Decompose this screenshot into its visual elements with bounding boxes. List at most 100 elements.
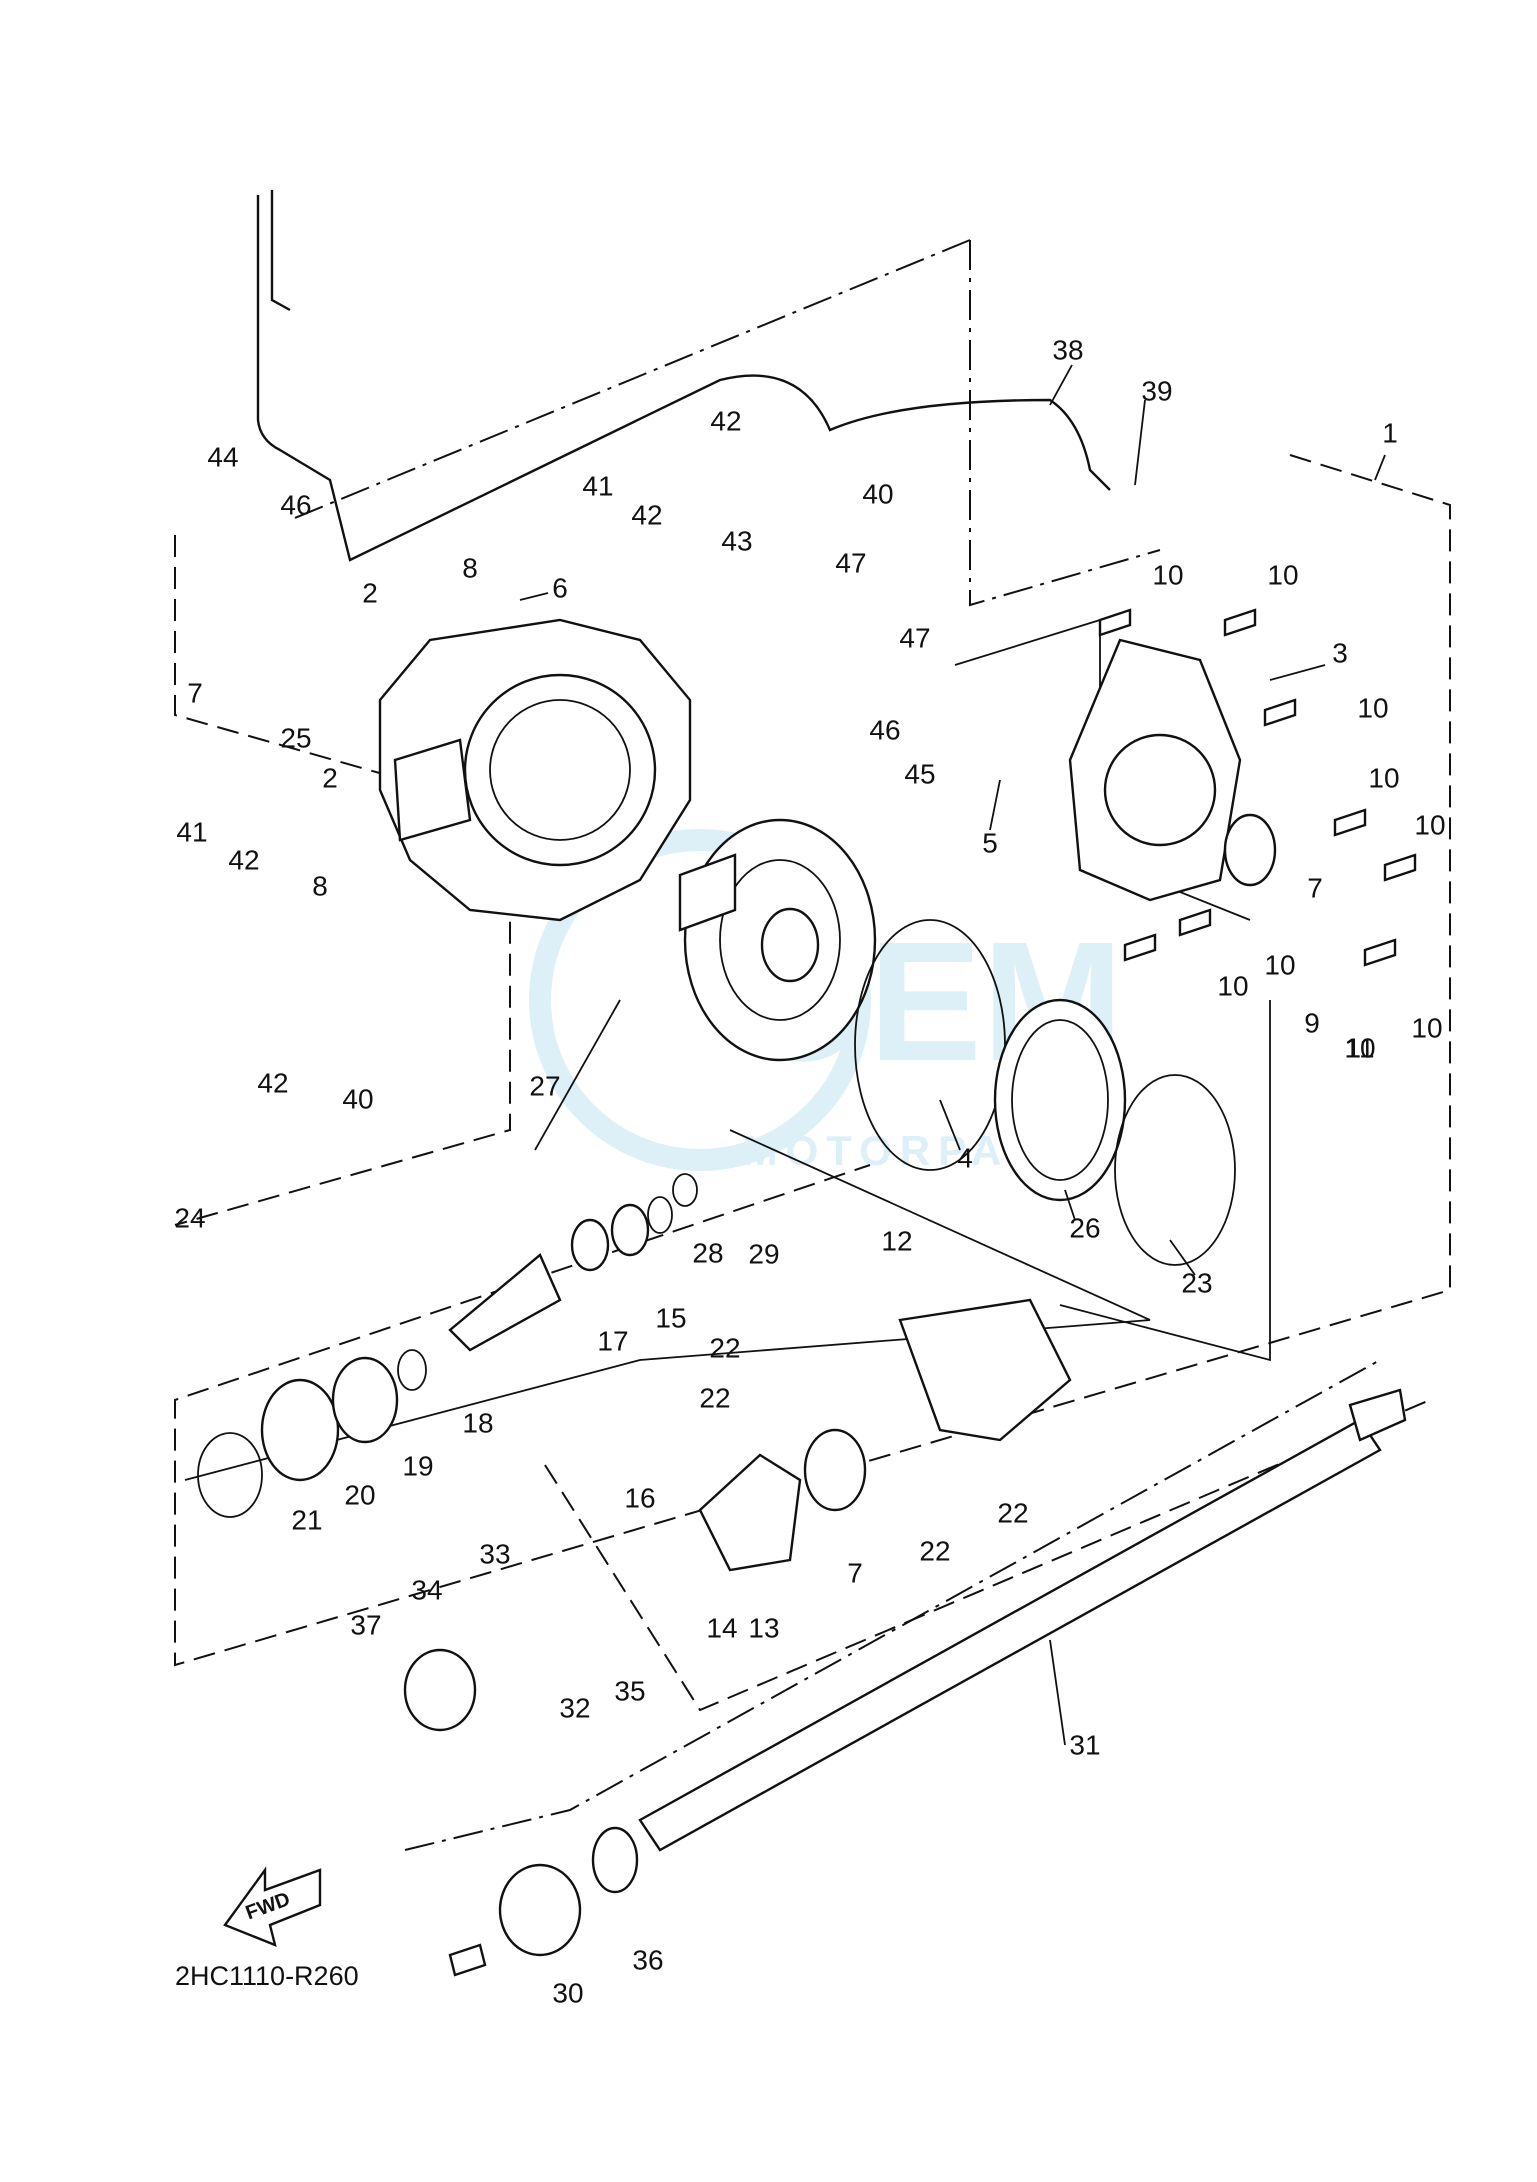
callout-label: 12 (881, 1225, 912, 1256)
callout-label: 35 (614, 1675, 645, 1706)
callout-label: 43 (721, 525, 752, 556)
callout-label: 31 (1069, 1729, 1100, 1760)
callout-label: 42 (257, 1067, 288, 1098)
housing-inner-ring (489, 699, 631, 841)
bolt-icon (1263, 698, 1297, 727)
callout-label: 13 (748, 1612, 779, 1643)
drive-shaft (591, 1388, 1407, 1894)
callout-label: 7 (1307, 872, 1323, 903)
fwd-arrow-icon: FWD (223, 1866, 322, 1947)
oil-seal-large-inner (1011, 1019, 1109, 1181)
outline-seal-group (1059, 1000, 1271, 1362)
bearing-15 (610, 1203, 650, 1257)
bearing-housing (898, 1298, 1072, 1442)
bolt-icon (1383, 853, 1417, 882)
housing-bore (463, 673, 657, 867)
ring-gear-shaft (678, 853, 737, 932)
callout-label: 14 (706, 1612, 737, 1643)
callout-label: 15 (655, 1302, 686, 1333)
callout-label: 42 (228, 844, 259, 875)
callout-label: 3 (1332, 637, 1348, 668)
callout-label: 23 (1181, 1267, 1212, 1298)
bearing-20 (260, 1378, 340, 1482)
callout-label: 22 (919, 1535, 950, 1566)
callout-label: 10 (1344, 1032, 1375, 1063)
callout-label: 8 (462, 552, 478, 583)
circlip-29 (672, 1173, 698, 1207)
collar-17 (570, 1218, 610, 1272)
callout-label: 22 (699, 1382, 730, 1413)
callout-label: 36 (632, 1944, 663, 1975)
callout-label: 11 (1345, 1032, 1374, 1063)
coupling (498, 1863, 582, 1957)
callout-label: 40 (862, 478, 893, 509)
breather-hose (256, 195, 1111, 562)
breather-hose-end (270, 190, 291, 312)
callout-label: 47 (899, 622, 930, 653)
differential-housing (378, 618, 692, 922)
callout-label: 39 (1141, 375, 1172, 406)
bolt-icon (1178, 908, 1212, 937)
callout-label: 37 (350, 1609, 381, 1640)
bolt-icon (1363, 938, 1397, 967)
callout-label: 47 (835, 547, 866, 578)
callout-label: 18 (462, 1407, 493, 1438)
callout-label: 20 (344, 1479, 375, 1510)
rubber-boot (403, 1648, 477, 1732)
circlip-large (1114, 1074, 1236, 1266)
callout-label: 27 (529, 1070, 560, 1101)
bolt-icon (1123, 933, 1157, 962)
oil-seal-7 (803, 1428, 867, 1512)
callout-label: 42 (631, 499, 662, 530)
ring-gear-hub (719, 859, 841, 1021)
callout-label: 34 (411, 1574, 442, 1605)
housing-flange (393, 738, 472, 842)
yoke (698, 1453, 802, 1572)
diagram-reference-code: 2HC1110-R260 (175, 1961, 359, 1991)
oil-seal-19 (331, 1356, 399, 1444)
callout-label: 9 (1304, 1007, 1320, 1038)
callout-label: 21 (291, 1504, 322, 1535)
callout-label: 45 (904, 758, 935, 789)
spring (448, 1943, 487, 1977)
bolt-icon (1333, 808, 1367, 837)
callout-label: 33 (479, 1538, 510, 1569)
callout-label: 10 (1217, 970, 1248, 1001)
callout-label: 4 (957, 1142, 973, 1173)
shaft-end-spline (1348, 1388, 1407, 1442)
callout-label: 2 (322, 762, 338, 793)
circlip-21 (197, 1432, 263, 1518)
outline-bracket-dashdot (289, 239, 1161, 607)
washer-28 (647, 1196, 673, 1234)
bolt-icon (1223, 608, 1257, 637)
callout-label: 24 (174, 1202, 205, 1233)
callout-label: 8 (312, 870, 328, 901)
callout-label: 22 (709, 1332, 740, 1363)
gear-case-cover (1068, 638, 1277, 902)
callout-label: 10 (1152, 559, 1183, 590)
callout-label: 46 (280, 489, 311, 520)
callout-label: 10 (1264, 949, 1295, 980)
callout-label: 10 (1414, 809, 1445, 840)
callout-label: 22 (997, 1497, 1028, 1528)
shaft-body (638, 1418, 1382, 1852)
callout-label: 42 (710, 405, 741, 436)
callout-label: 32 (559, 1692, 590, 1723)
outline-shaft-dashdot (404, 1359, 1381, 1851)
callout-label: 28 (692, 1237, 723, 1268)
callout-label: 10 (1368, 762, 1399, 793)
callout-label: 40 (342, 1083, 373, 1114)
callout-label: 10 (1267, 559, 1298, 590)
callout-label: 7 (847, 1557, 863, 1588)
ring-gear-bore (760, 907, 820, 983)
callout-label: 30 (552, 1977, 583, 2008)
callout-label: 46 (869, 714, 900, 745)
outline-bearing-group (184, 1129, 1151, 1481)
callout-label: 44 (207, 441, 238, 472)
callout-label: 29 (748, 1238, 779, 1269)
shim-18 (397, 1349, 427, 1391)
callout-label: 10 (1357, 692, 1388, 723)
callout-label: 25 (280, 722, 311, 753)
callout-label: 19 (402, 1450, 433, 1481)
callout-label: 41 (176, 816, 207, 847)
